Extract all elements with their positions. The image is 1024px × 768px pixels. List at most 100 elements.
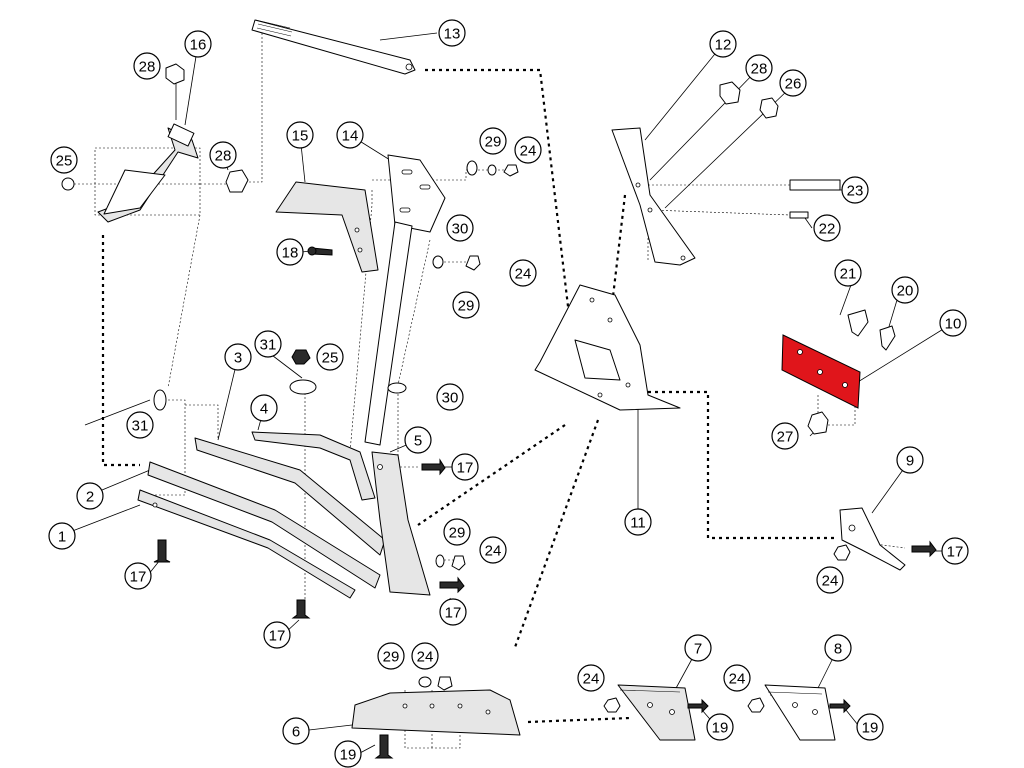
callout-number: 27 bbox=[777, 429, 794, 446]
callout-19: 19 bbox=[706, 713, 734, 741]
callout-number: 25 bbox=[56, 153, 73, 170]
callout-circle bbox=[282, 717, 310, 745]
callout-21: 21 bbox=[834, 259, 862, 287]
part-8-tip bbox=[747, 684, 851, 741]
callout-number: 29 bbox=[449, 525, 466, 542]
callout-number: 15 bbox=[292, 128, 309, 145]
callout-26: 26 bbox=[779, 69, 807, 97]
callout-circle bbox=[816, 566, 844, 594]
callout-29: 29 bbox=[377, 642, 405, 670]
callout-25: 25 bbox=[50, 146, 78, 174]
part-5-plate bbox=[371, 451, 431, 596]
callout-circle bbox=[779, 69, 807, 97]
callout-number: 16 bbox=[190, 37, 207, 54]
callout-circle bbox=[509, 259, 537, 287]
callout-30: 30 bbox=[446, 214, 474, 242]
bolt-22 bbox=[789, 211, 809, 219]
callout-circle bbox=[224, 343, 252, 371]
callout-number: 12 bbox=[715, 37, 732, 54]
callout-number: 2 bbox=[86, 489, 94, 506]
part-1-strip bbox=[137, 489, 356, 599]
callout-9: 9 bbox=[896, 446, 924, 474]
callout-circle bbox=[436, 383, 464, 411]
callout-circle bbox=[813, 214, 841, 242]
nut-25-left bbox=[61, 177, 75, 191]
part-4-strip bbox=[251, 431, 376, 501]
callout-number: 17 bbox=[130, 569, 147, 586]
callout-number: 24 bbox=[520, 143, 537, 160]
callout-14: 14 bbox=[336, 121, 364, 149]
callout-circle bbox=[709, 30, 737, 58]
callout-10: 10 bbox=[939, 309, 967, 337]
callout-17: 17 bbox=[941, 537, 969, 565]
callout-number: 7 bbox=[694, 641, 702, 658]
nut-25-center bbox=[291, 349, 311, 365]
part-16-bracket bbox=[61, 63, 249, 223]
bolt-17-bottom bbox=[291, 599, 311, 619]
callout-20: 20 bbox=[891, 276, 919, 304]
part-7-tip bbox=[603, 684, 709, 741]
callout-30: 30 bbox=[436, 383, 464, 411]
callout-circle bbox=[941, 537, 969, 565]
nut-28-side bbox=[225, 169, 249, 193]
callout-number: 21 bbox=[840, 266, 857, 283]
callout-number: 26 bbox=[785, 76, 802, 93]
part-14-plate bbox=[387, 154, 519, 271]
callout-17: 17 bbox=[263, 621, 291, 649]
callout-25: 25 bbox=[316, 343, 344, 371]
callout-number: 31 bbox=[260, 337, 277, 354]
callout-number: 19 bbox=[340, 747, 357, 764]
callout-number: 8 bbox=[834, 641, 842, 658]
callout-circle bbox=[841, 176, 869, 204]
callout-27: 27 bbox=[771, 422, 799, 450]
nut-27 bbox=[807, 411, 829, 435]
callout-17: 17 bbox=[439, 598, 467, 626]
callout-19: 19 bbox=[856, 713, 884, 741]
callout-number: 5 bbox=[414, 433, 422, 450]
callout-24: 24 bbox=[411, 642, 439, 670]
callout-number: 10 bbox=[945, 316, 962, 333]
callout-number: 22 bbox=[819, 221, 836, 238]
callout-circle bbox=[824, 634, 852, 662]
callout-number: 30 bbox=[442, 390, 459, 407]
callout-number: 17 bbox=[457, 460, 474, 477]
callout-circle bbox=[254, 330, 282, 358]
part-12-beam bbox=[611, 81, 841, 266]
callout-18: 18 bbox=[276, 238, 304, 266]
callout-13: 13 bbox=[438, 19, 466, 47]
callout-number: 6 bbox=[292, 724, 300, 741]
washer-31-left bbox=[153, 389, 167, 411]
callout-number: 28 bbox=[139, 59, 156, 76]
callout-circle bbox=[377, 642, 405, 670]
callout-number: 19 bbox=[712, 720, 729, 737]
callout-2: 2 bbox=[76, 482, 104, 510]
callout-number: 17 bbox=[445, 605, 462, 622]
callout-number: 29 bbox=[458, 298, 475, 315]
callout-number: 24 bbox=[822, 573, 839, 590]
bolt-19-mid bbox=[687, 698, 709, 714]
callout-7: 7 bbox=[684, 634, 712, 662]
callout-5: 5 bbox=[404, 426, 432, 454]
part-13-threaded-rod bbox=[251, 19, 416, 75]
callout-16: 16 bbox=[184, 30, 212, 58]
callout-circle bbox=[745, 54, 773, 82]
callout-number: 3 bbox=[234, 350, 242, 367]
assembly-connectors bbox=[101, 68, 838, 724]
callout-circle bbox=[263, 621, 291, 649]
callout-circle bbox=[684, 634, 712, 662]
callout-15: 15 bbox=[286, 121, 314, 149]
callout-circle bbox=[76, 482, 104, 510]
callout-number: 23 bbox=[847, 183, 864, 200]
callout-24: 24 bbox=[479, 536, 507, 564]
part-10-highlighted bbox=[781, 309, 896, 435]
part-11-frog bbox=[534, 284, 681, 411]
callout-circle bbox=[514, 136, 542, 164]
callout-circle bbox=[438, 19, 466, 47]
callout-number: 29 bbox=[383, 649, 400, 666]
callout-circle bbox=[336, 121, 364, 149]
callout-circle bbox=[451, 453, 479, 481]
callout-number: 4 bbox=[260, 401, 268, 418]
callout-circle bbox=[577, 664, 605, 692]
